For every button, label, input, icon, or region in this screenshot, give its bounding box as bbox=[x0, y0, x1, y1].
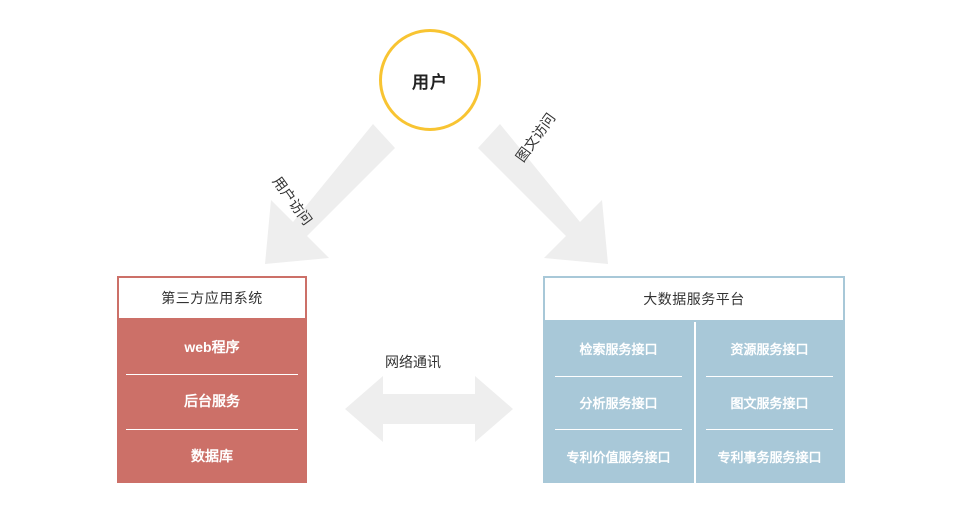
arrow-left-right-icon bbox=[345, 376, 513, 442]
third-party-system-header: 第三方应用系统 bbox=[117, 276, 307, 320]
arrow-down-left-shape bbox=[265, 124, 395, 264]
service-row-search[interactable]: 检索服务接口 bbox=[579, 342, 658, 358]
user-node-label: 用户 bbox=[412, 72, 448, 92]
service-row-patent-value[interactable]: 专利价值服务接口 bbox=[543, 429, 694, 483]
arrow-down-left-icon bbox=[245, 118, 395, 268]
service-row-patent-affairs[interactable]: 专利事务服务接口 bbox=[694, 429, 845, 483]
third-party-system-panel: 第三方应用系统 web程序 后台服务 数据库 bbox=[117, 276, 307, 483]
big-data-column-right: 资源服务接口 图文服务接口 专利事务服务接口 bbox=[694, 322, 845, 483]
big-data-platform-body: 检索服务接口 分析服务接口 专利价值服务接口 资源服务接口 图文服务接口 专利事… bbox=[543, 322, 845, 483]
arrow-left-right-shape bbox=[345, 376, 513, 442]
arrow-down-right-icon bbox=[478, 118, 628, 268]
user-node: 用户 bbox=[379, 29, 481, 131]
third-party-row-web[interactable]: web程序 bbox=[184, 339, 240, 356]
third-party-system-body: web程序 后台服务 数据库 bbox=[117, 320, 307, 483]
service-row-analysis[interactable]: 分析服务接口 bbox=[543, 375, 694, 430]
big-data-platform-header: 大数据服务平台 bbox=[543, 276, 845, 322]
arrow-down-right-shape bbox=[478, 124, 608, 264]
big-data-column-left: 检索服务接口 分析服务接口 专利价值服务接口 bbox=[543, 322, 694, 483]
arrow-middle-label: 网络通讯 bbox=[385, 354, 441, 370]
service-row-graphic-text[interactable]: 图文服务接口 bbox=[694, 375, 845, 430]
big-data-platform-panel: 大数据服务平台 检索服务接口 分析服务接口 专利价值服务接口 资源服务接口 图文… bbox=[543, 276, 845, 483]
third-party-row-database[interactable]: 数据库 bbox=[117, 428, 307, 483]
third-party-row-backend[interactable]: 后台服务 bbox=[117, 374, 307, 428]
service-row-resource[interactable]: 资源服务接口 bbox=[730, 342, 809, 358]
